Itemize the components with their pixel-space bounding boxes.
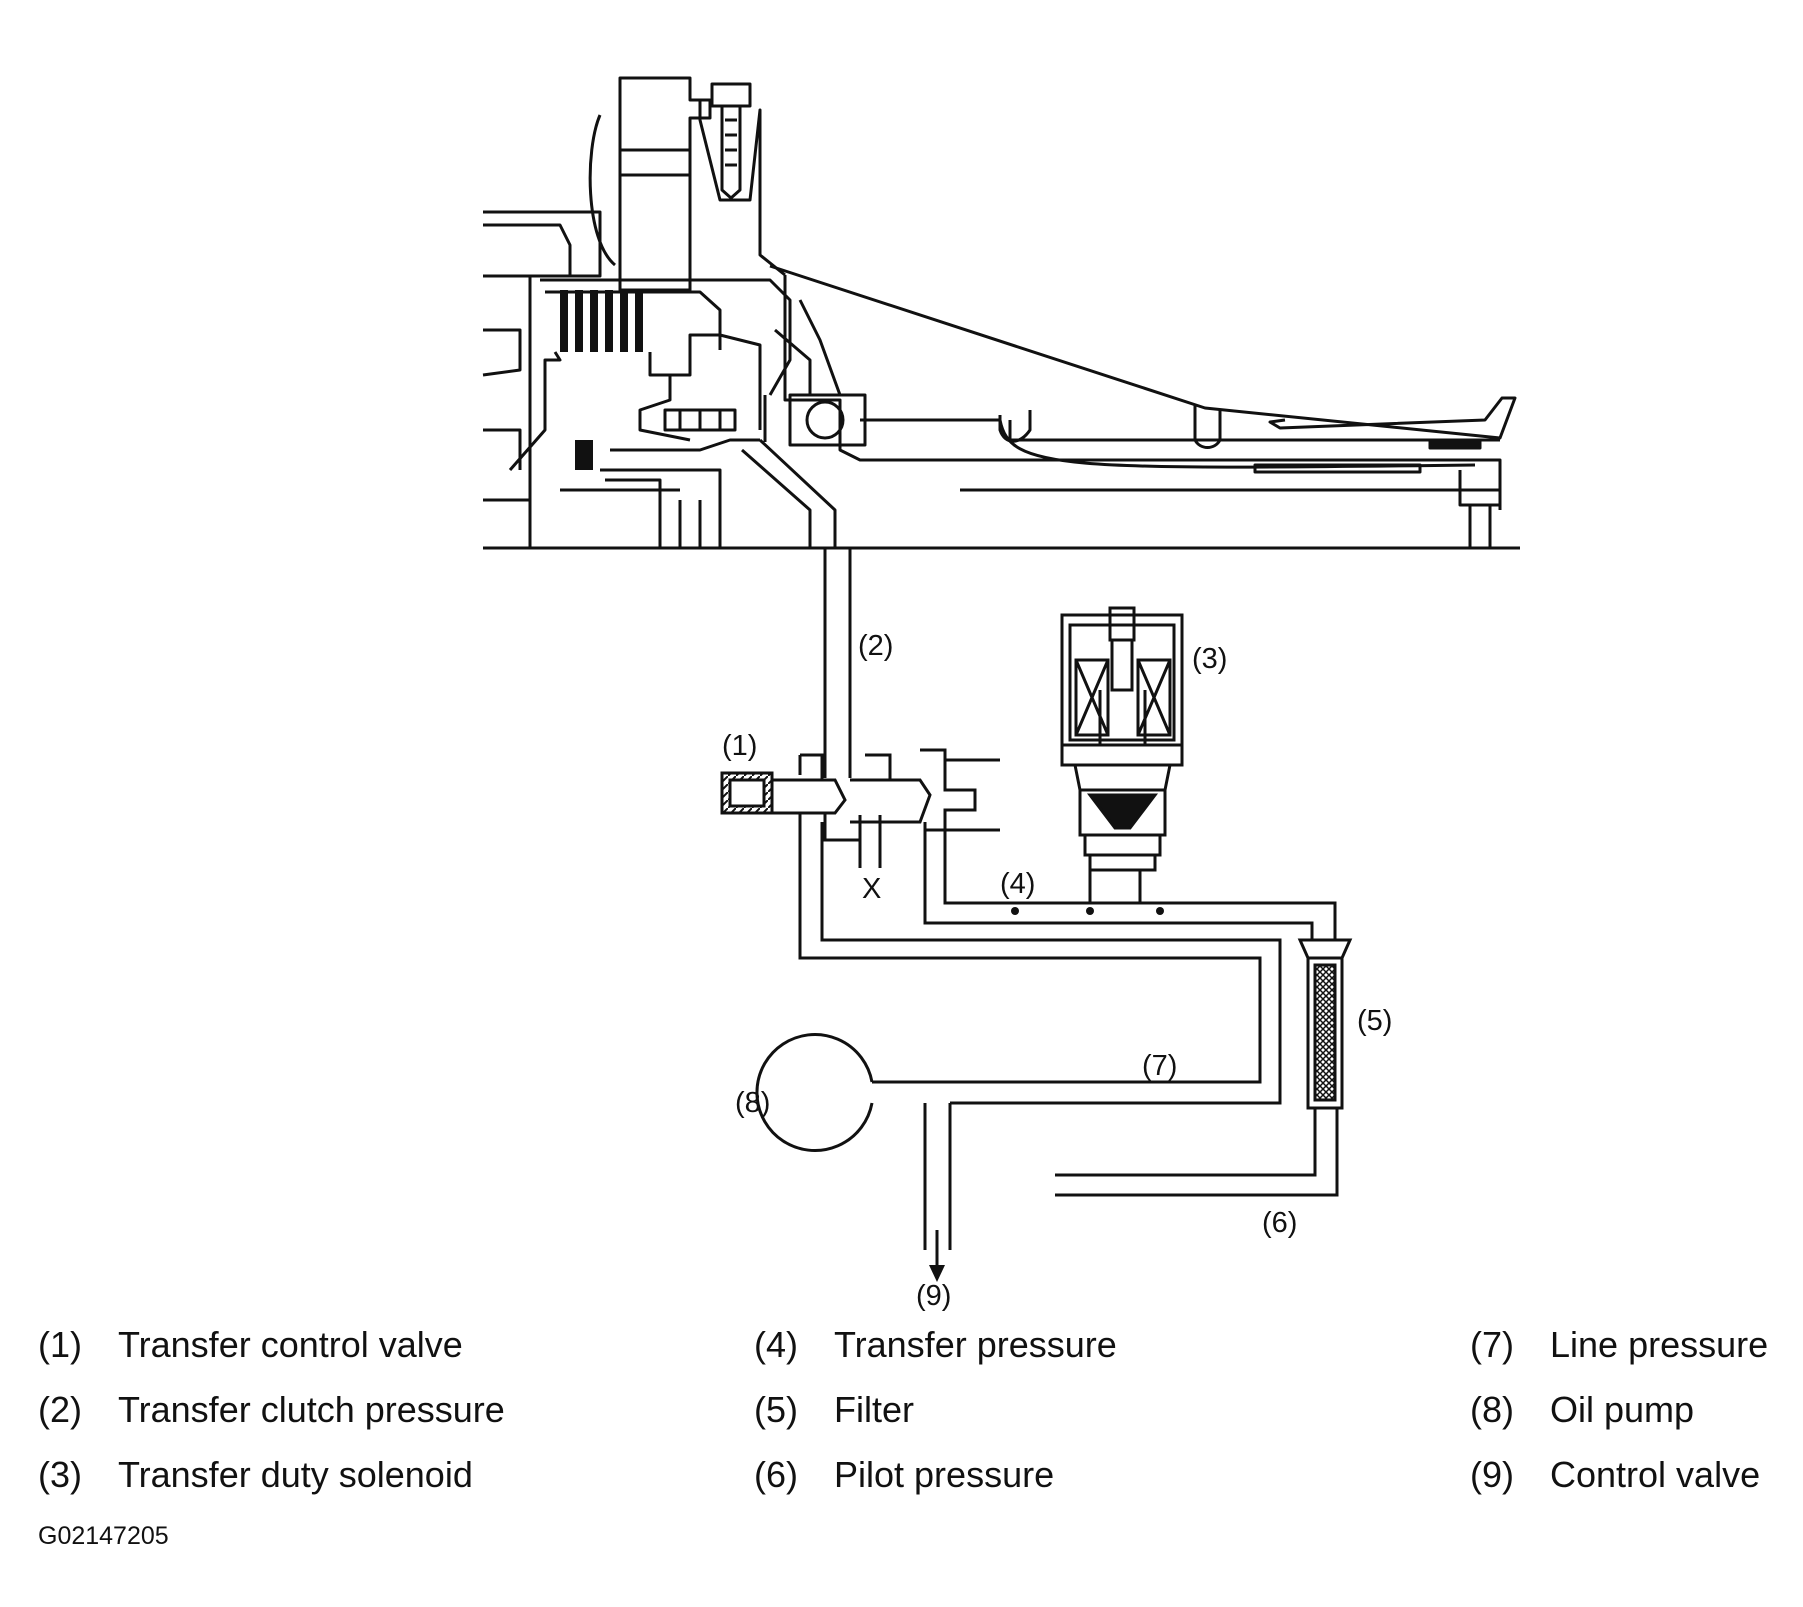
legend-item-9: (9) Control valve: [1470, 1454, 1760, 1496]
callout-3: (3): [1192, 643, 1227, 675]
figure-code: G02147205: [38, 1522, 169, 1550]
legend-text: Transfer control valve: [118, 1324, 463, 1365]
callout-1: (1): [722, 730, 757, 762]
transfer-housing-cross-section: [482, 76, 1520, 550]
legend-text: Pilot pressure: [834, 1454, 1055, 1495]
legend-text: Transfer pressure: [834, 1324, 1117, 1365]
legend-text: Oil pump: [1550, 1389, 1695, 1430]
legend-item-3: (3) Transfer duty solenoid: [38, 1454, 473, 1496]
callout-6: (6): [1262, 1207, 1297, 1239]
arrow-down-icon: [929, 1230, 945, 1282]
callout-4: (4): [1000, 868, 1035, 900]
legend-item-1: (1) Transfer control valve: [38, 1324, 463, 1366]
legend-text: Filter: [834, 1389, 914, 1430]
legend-number: (1): [38, 1324, 82, 1365]
legend-number: (7): [1470, 1324, 1514, 1365]
transfer-control-valve: [720, 748, 1000, 842]
legend-text: Control valve: [1550, 1454, 1761, 1495]
legend-number: (6): [754, 1454, 798, 1495]
transfer-duty-solenoid: [1060, 606, 1184, 872]
legend-number: (4): [754, 1324, 798, 1365]
callout-2: (2): [858, 630, 893, 662]
legend-item-4: (4) Transfer pressure: [754, 1324, 1117, 1366]
legend-item-8: (8) Oil pump: [1470, 1389, 1694, 1431]
callout-9: (9): [916, 1280, 951, 1312]
legend: (1) Transfer control valve (2) Transfer cl…: [0, 1310, 1803, 1540]
legend-item-5: (5) Filter: [754, 1389, 914, 1431]
filter: [1297, 938, 1353, 1110]
legend-text: Transfer clutch pressure: [118, 1389, 505, 1430]
legend-text: Transfer duty solenoid: [118, 1454, 473, 1495]
callout-7: (7): [1142, 1050, 1177, 1082]
legend-number: (3): [38, 1454, 82, 1495]
legend-number: (9): [1470, 1454, 1514, 1495]
legend-item-6: (6) Pilot pressure: [754, 1454, 1054, 1496]
hydraulic-lines: [798, 548, 1339, 1250]
legend-number: (5): [754, 1389, 798, 1430]
orifice-marks: [1011, 907, 1164, 915]
callout-5: (5): [1357, 1005, 1392, 1037]
drain-x-label: X: [862, 873, 881, 905]
oil-pump: [755, 1033, 874, 1152]
legend-item-7: (7) Line pressure: [1470, 1324, 1768, 1366]
legend-number: (8): [1470, 1389, 1514, 1430]
legend-text: Line pressure: [1550, 1324, 1769, 1365]
legend-item-2: (2) Transfer clutch pressure: [38, 1389, 505, 1431]
callout-8: (8): [735, 1087, 770, 1119]
legend-number: (2): [38, 1389, 82, 1430]
